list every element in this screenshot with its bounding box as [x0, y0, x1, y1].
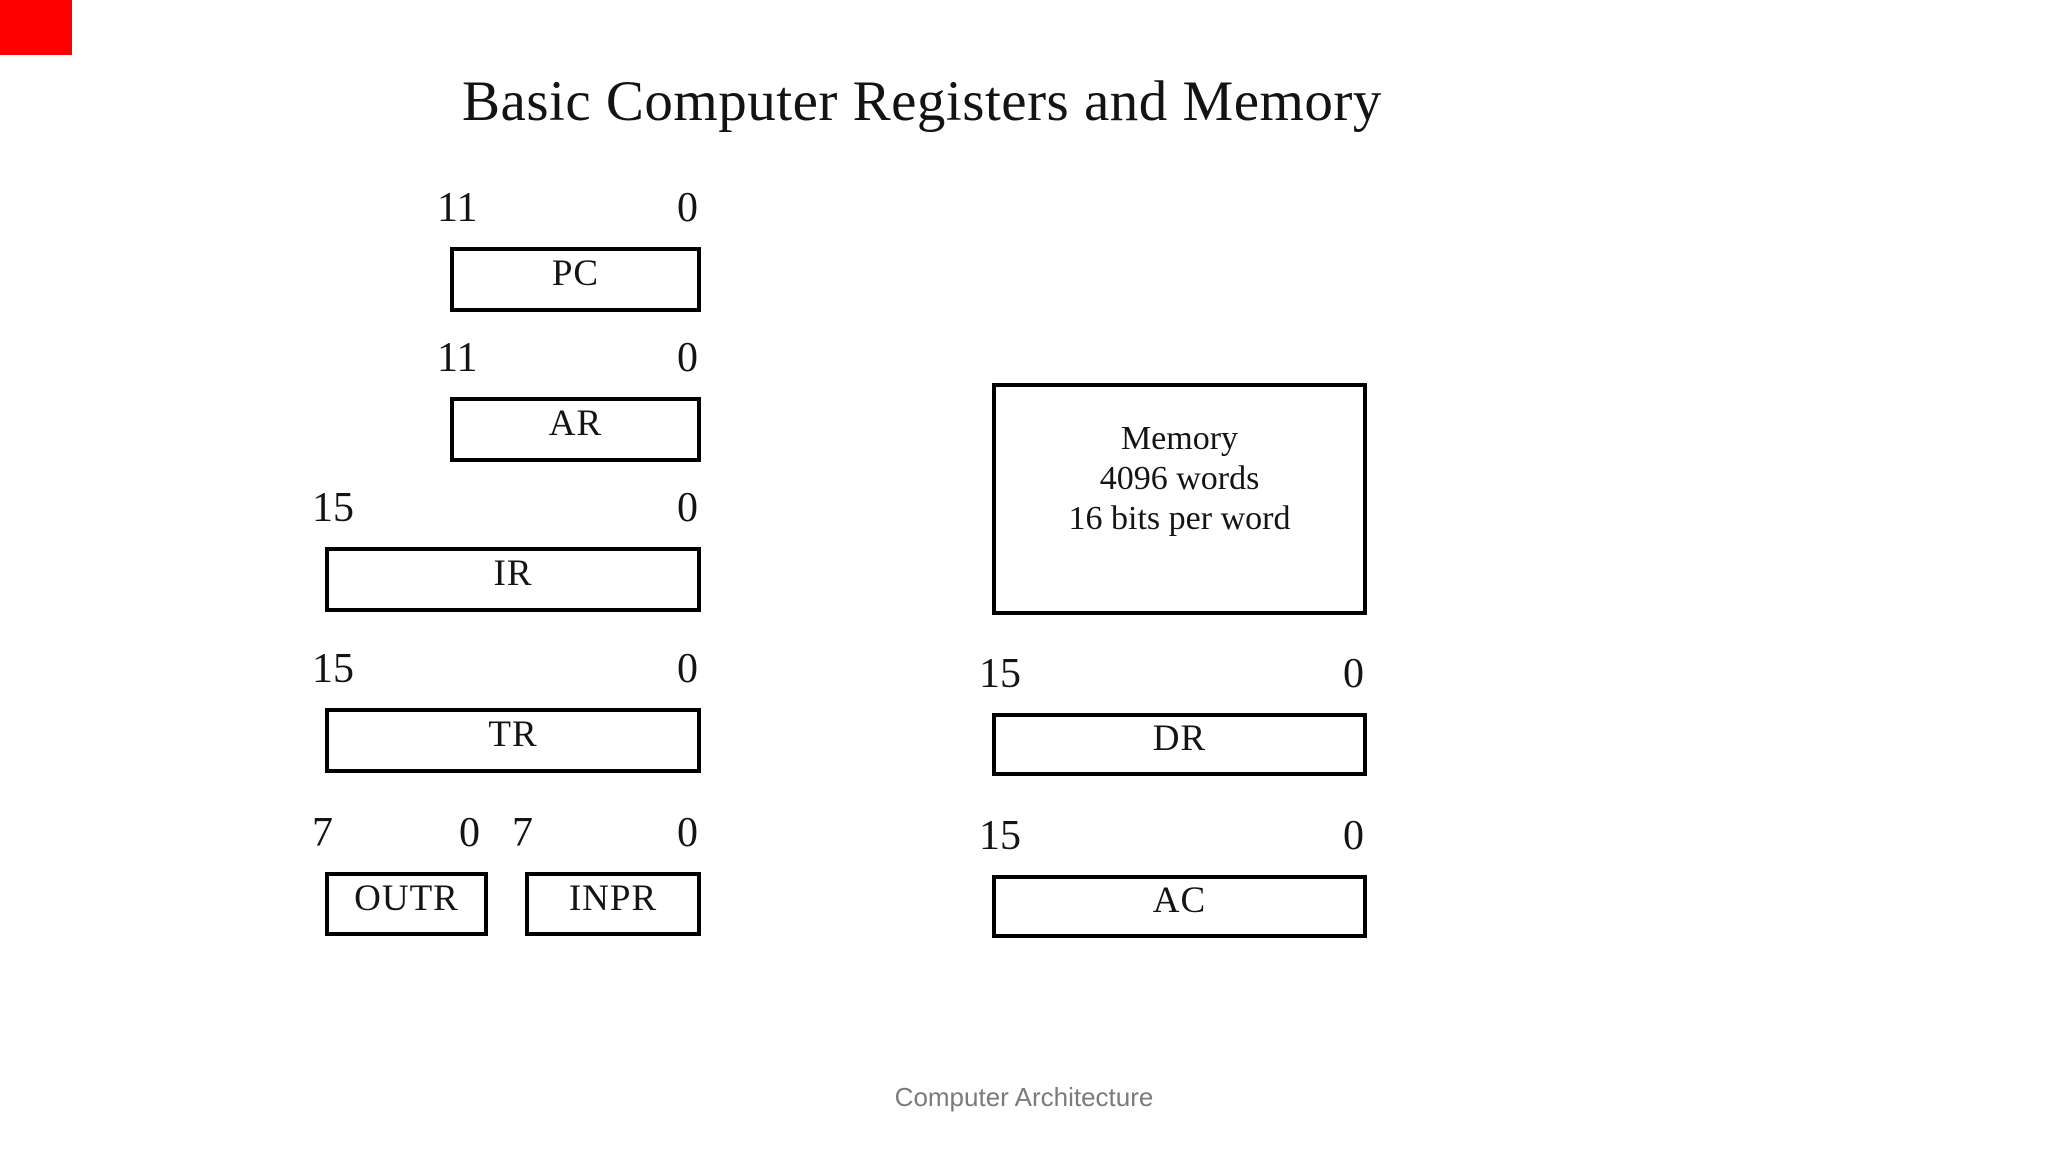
ac-box: AC — [992, 875, 1367, 938]
slide-title: Basic Computer Registers and Memory — [462, 70, 1382, 133]
inpr-low-bit-label: 0 — [677, 810, 698, 856]
tr-high-bit-label: 15 — [312, 646, 354, 692]
memory-bits-line: 16 bits per word — [1068, 500, 1291, 537]
ir-high-bit-label: 15 — [312, 485, 354, 531]
outr-high-bit-label: 7 — [312, 810, 333, 856]
footer-text: Computer Architecture — [894, 1082, 1154, 1112]
memory-box: Memory 4096 words 16 bits per word — [992, 383, 1367, 615]
dr-bit-range: 15 0 — [979, 653, 1364, 695]
ir-label: IR — [493, 553, 533, 594]
memory-words-line: 4096 words — [1099, 460, 1260, 497]
ar-high-bit-label: 11 — [437, 335, 478, 381]
ir-box: IR — [325, 547, 701, 612]
tr-bit-range: 15 0 — [312, 648, 698, 690]
pc-bit-range: 11 0 — [437, 187, 698, 229]
outr-low-bit-label: 0 — [459, 810, 480, 856]
dr-box: DR — [992, 713, 1367, 776]
tr-box: TR — [325, 708, 701, 773]
outr-bit-range: 7 0 — [312, 812, 480, 854]
pc-high-bit-label: 11 — [437, 185, 478, 231]
dr-low-bit-label: 0 — [1343, 651, 1364, 697]
ar-bit-range: 11 0 — [437, 337, 698, 379]
recording-indicator — [0, 0, 72, 55]
pc-box: PC — [450, 247, 701, 312]
inpr-bit-range: 7 0 — [512, 812, 698, 854]
dr-label: DR — [1152, 718, 1207, 759]
inpr-high-bit-label: 7 — [512, 810, 533, 856]
tr-low-bit-label: 0 — [677, 646, 698, 692]
pc-low-bit-label: 0 — [677, 185, 698, 231]
inpr-label: INPR — [568, 877, 658, 919]
tr-label: TR — [488, 714, 538, 755]
outr-box: OUTR — [325, 872, 488, 936]
ar-label: AR — [548, 403, 603, 444]
memory-title: Memory — [1120, 420, 1239, 457]
pc-label: PC — [551, 253, 600, 294]
outr-label: OUTR — [354, 877, 459, 919]
ir-bit-range: 15 0 — [312, 487, 698, 529]
ac-bit-range: 15 0 — [979, 815, 1364, 857]
inpr-box: INPR — [525, 872, 701, 936]
ir-low-bit-label: 0 — [677, 485, 698, 531]
ac-label: AC — [1152, 880, 1207, 921]
dr-high-bit-label: 15 — [979, 651, 1021, 697]
ac-high-bit-label: 15 — [979, 813, 1021, 859]
ar-low-bit-label: 0 — [677, 335, 698, 381]
ac-low-bit-label: 0 — [1343, 813, 1364, 859]
ar-box: AR — [450, 397, 701, 462]
